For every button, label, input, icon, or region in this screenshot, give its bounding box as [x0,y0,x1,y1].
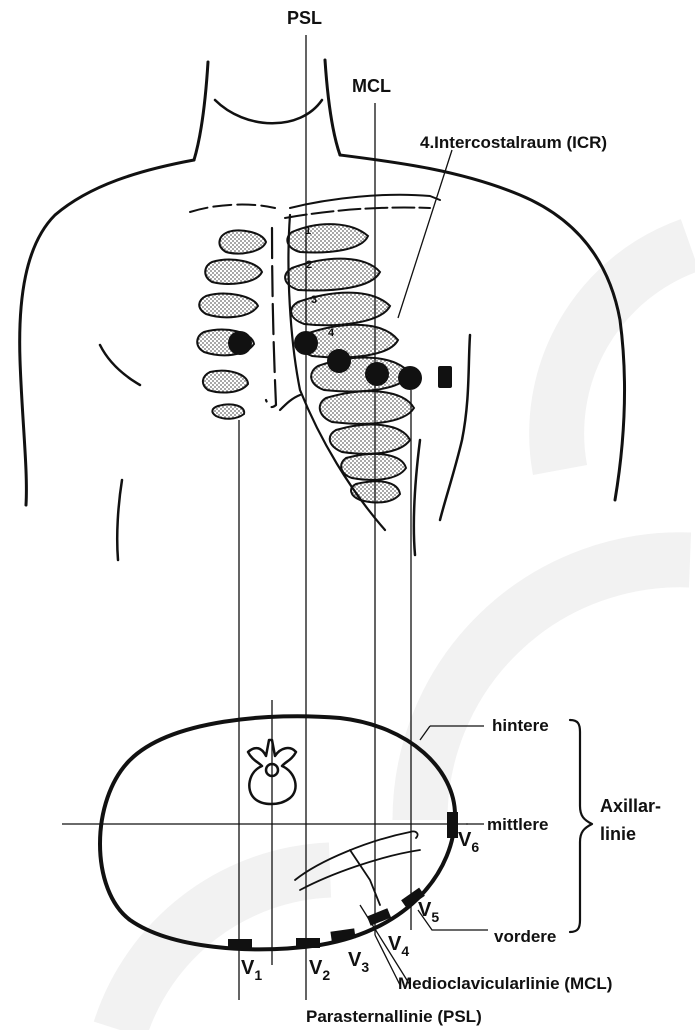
axillar-group-line1: Axillar- [600,796,661,816]
electrode-v2 [294,331,318,355]
left-ribs [197,230,266,418]
electrode-v3 [327,349,351,373]
clavicles [190,195,440,218]
icr-label: 4.Intercostalraum (ICR) [420,133,607,152]
section-pad-v2 [296,938,320,948]
lead-label-v3: V3 [348,949,369,975]
psl-bottom-label: Parasternallinie (PSL) [306,1007,482,1026]
rib-number-4: 4 [328,327,335,339]
lead-label-v6: V6 [458,829,479,855]
mcl-top-label: MCL [352,76,391,96]
axillar-hintere-label: hintere [492,716,549,735]
axillar-mittlere-label: mittlere [487,815,548,834]
electrode-v1 [228,331,252,355]
section-pad-v6 [447,812,458,838]
section-pad-v1 [228,939,252,949]
axillar-group-line2: linie [600,824,636,844]
electrode-v4 [365,362,389,386]
axillar-vordere-label: vordere [494,927,556,946]
section-pad-v3 [330,928,355,941]
icr-leader [398,150,452,318]
electrode-v5 [398,366,422,390]
rib-number-2: 2 [306,259,312,271]
lead-label-v5: V5 [418,899,439,925]
electrode-v6 [438,366,452,388]
lead-label-v1: V1 [241,957,262,983]
axillar-brace [570,720,592,932]
rib-number-3: 3 [311,294,317,306]
lead-label-v2: V2 [309,957,330,983]
psl-top-label: PSL [287,8,322,28]
mcl-bottom-label: Medioclavicularlinie (MCL) [398,974,612,993]
